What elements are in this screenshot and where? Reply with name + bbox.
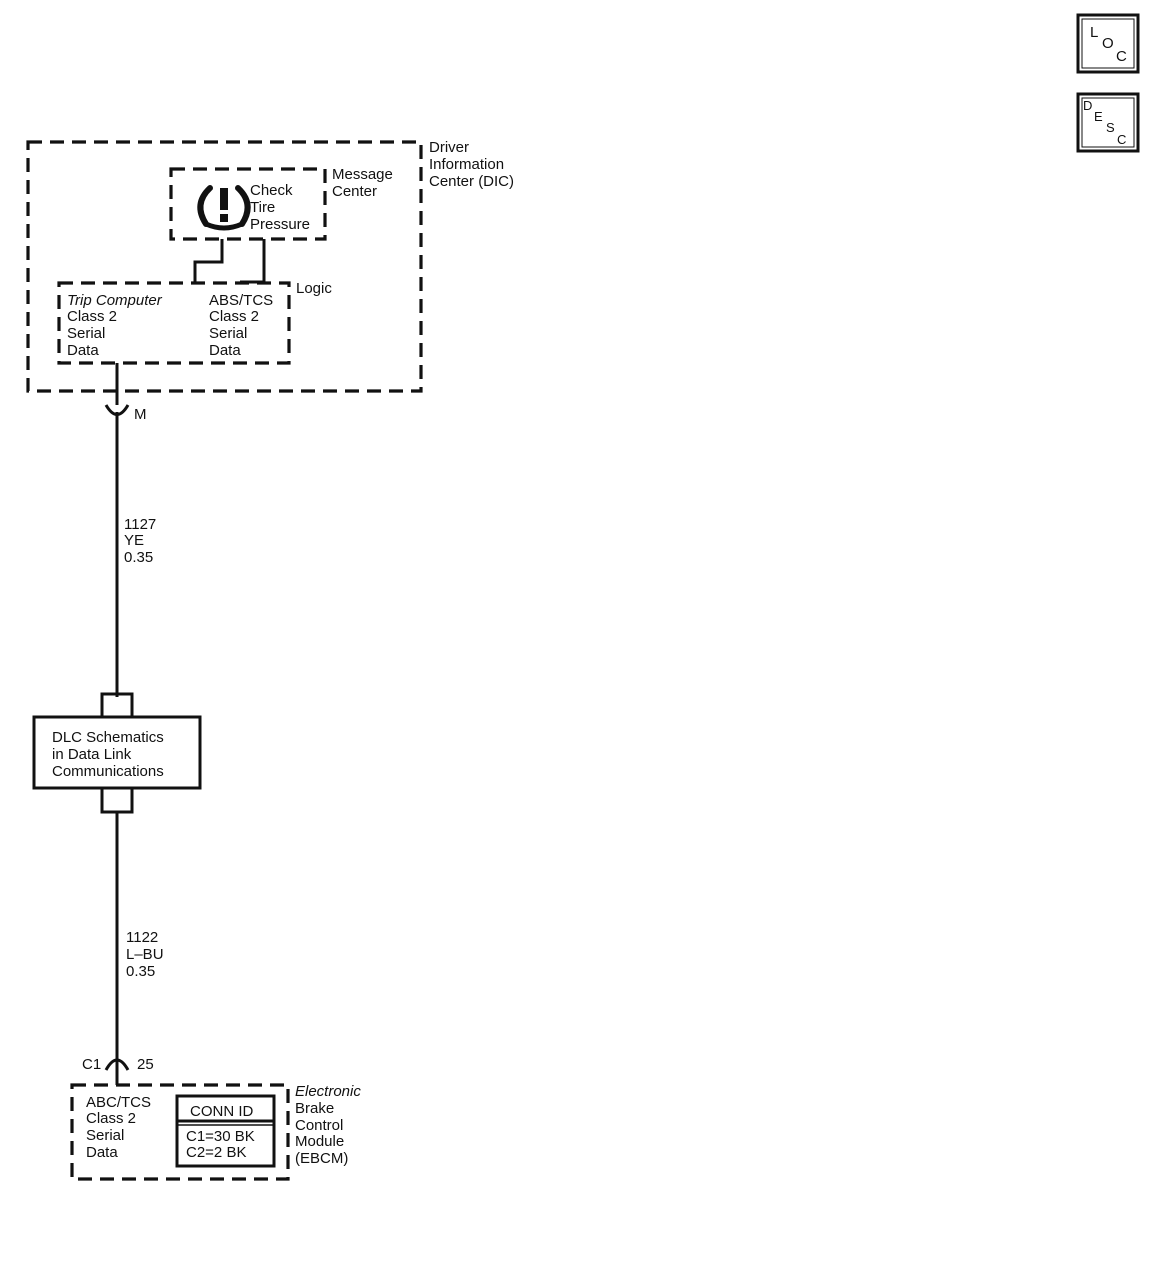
dic-label-line3: Center (DIC) (429, 173, 514, 190)
desc-letter-d: D (1083, 98, 1092, 113)
abs-tcs-line3: Serial (209, 325, 247, 342)
abs-tcs-line1: ABS/TCS (209, 292, 273, 309)
trip-computer-line2: Serial (67, 325, 105, 342)
dlc-lower-tab (100, 786, 134, 814)
desc-letter-c: C (1117, 132, 1126, 147)
ebcm-label-line2: Brake (295, 1100, 334, 1117)
trip-computer-title: Trip Computer (67, 292, 163, 309)
loc-letter-c: C (1116, 48, 1127, 65)
ebcm-data-line3: Serial (86, 1127, 124, 1144)
ebcm-data-line4: Data (86, 1144, 118, 1161)
ebcm-label-line1: Electronic (295, 1083, 361, 1100)
tire-pressure-warning-icon (197, 185, 251, 231)
desc-letter-e: E (1094, 109, 1103, 124)
ebcm-connector-label: C1 (82, 1056, 101, 1073)
logic-boundary (57, 281, 291, 365)
dlc-text-line2: in Data Link (52, 746, 132, 763)
ebcm-label-line3: Control (295, 1117, 343, 1134)
wire-1127: 1127 YE 0.35 (115, 412, 156, 697)
trip-computer-line1: Class 2 (67, 308, 117, 325)
conn-id-header: CONN ID (190, 1103, 254, 1120)
wire-1127-gauge: 0.35 (124, 549, 153, 566)
dlc-text-line3: Communications (52, 763, 164, 780)
desc-icon[interactable]: D E S C (1076, 92, 1140, 153)
dic-label-line2: Information (429, 156, 504, 173)
ebcm-data-line2: Class 2 (86, 1110, 136, 1127)
indicator-text-line2: Tire (250, 199, 275, 216)
message-center-boundary (169, 167, 327, 241)
dlc-block[interactable]: DLC Schematics in Data Link Communicatio… (32, 692, 202, 814)
ebcm-label-line4: Module (295, 1133, 344, 1150)
conn-id-box (175, 1094, 276, 1168)
ebcm-module: Electronic Brake Control Module (EBCM) A… (70, 1083, 361, 1181)
desc-letter-s: S (1106, 120, 1115, 135)
wire-1122-color: L–BU (126, 946, 164, 963)
dic-connector-m[interactable]: M (104, 404, 147, 423)
indicator-text-line3: Pressure (250, 216, 310, 233)
dlc-upper-tab (100, 692, 134, 720)
message-center-label-line2: Center (332, 183, 377, 200)
conn-id-row-c2: C2=2 BK (186, 1144, 246, 1161)
wire-1122-circuit: 1122 (126, 929, 158, 946)
loc-letter-l: L (1090, 24, 1098, 41)
abs-tcs-line4: Data (209, 342, 241, 359)
ebcm-data-line1: ABC/TCS (86, 1094, 151, 1111)
conn-id-table: CONN ID C1=30 BK C2=2 BK (175, 1094, 276, 1168)
loc-icon[interactable]: L O C (1076, 13, 1140, 74)
dlc-text-line1: DLC Schematics (52, 729, 164, 746)
dic-boundary (26, 140, 423, 393)
dic-connector-label: M (134, 406, 147, 423)
wire-1127-color: YE (124, 532, 144, 549)
dlc-box (32, 715, 202, 790)
ebcm-connector-c1[interactable]: C1 25 (82, 1056, 154, 1073)
ebcm-label-line5: (EBCM) (295, 1150, 348, 1167)
ebcm-boundary (70, 1083, 290, 1181)
trip-computer-line3: Data (67, 342, 99, 359)
message-center-link-left (193, 239, 224, 282)
conn-id-row-c1: C1=30 BK (186, 1128, 255, 1145)
logic-block: Logic Trip Computer Class 2 Serial Data … (57, 280, 332, 365)
abs-tcs-line2: Class 2 (209, 308, 259, 325)
indicator-text-line1: Check (250, 182, 293, 199)
wire-1122: 1122 L–BU 0.35 (115, 812, 164, 1067)
dic-module: Driver Information Center (DIC) (26, 139, 514, 393)
ebcm-pin-label: 25 (137, 1056, 154, 1073)
loc-letter-o: O (1102, 35, 1114, 52)
logic-label: Logic (296, 280, 332, 297)
message-center-link-right (240, 239, 266, 284)
dic-label-line1: Driver (429, 139, 469, 156)
wire-1127-circuit: 1127 (124, 516, 156, 533)
message-center-label-line1: Message (332, 166, 393, 183)
wire-1122-gauge: 0.35 (126, 963, 155, 980)
message-center: Message Center Check Tire Pressure (169, 166, 393, 241)
